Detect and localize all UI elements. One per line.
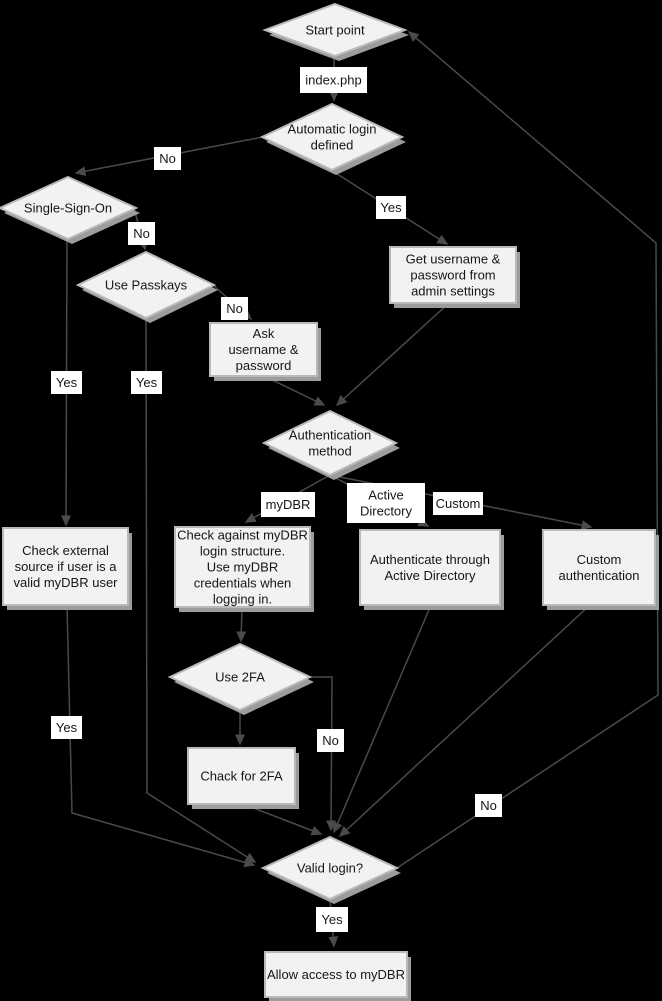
text-label: No [226,301,243,316]
edge-label-background [221,297,248,320]
edge-label-yes-passkeys: Yes [131,371,162,394]
text-label: Use Passkays [105,278,188,293]
node-check-for-2fa: Chack for 2FA [187,747,299,809]
diamond-shape [260,835,400,901]
box-shape [209,322,318,377]
edge-label-background [300,67,367,93]
diamond-shape [261,409,399,477]
edge-label-background [433,492,483,515]
edge-check-external-yes-to-valid-login [66,604,256,868]
node-use-passkeys: Use Passkays [75,250,218,323]
text-label: Single-Sign-On [24,201,112,216]
edge-label-background [128,222,155,245]
edge-authenticate-ad-to-valid-login [333,604,432,834]
edge-label-yes-external: Yes [51,716,82,739]
text-label: No [159,151,176,166]
node-single-sign-on: Single-Sign-On [0,175,140,244]
box-shape [542,529,656,606]
edge-get-username-to-auth-method [335,302,450,407]
text-label: Custom [436,496,481,511]
node-use-2fa: Use 2FA [167,642,314,715]
diamond-shape [262,2,408,58]
box-shape [187,747,296,805]
text-label: index.php [305,73,361,88]
node-valid-login: Valid login? [260,835,401,904]
edge-use-passkeys-yes-to-valid-login [145,317,257,863]
box-shape [359,529,501,606]
edge-label-no-valid-login: No [475,794,502,817]
text-label: No [322,733,339,748]
edge-label-yes-sso: Yes [51,371,82,394]
text-label: Use 2FA [215,670,265,685]
diamond-shape [0,175,139,241]
edge-use-2fa-no-to-valid-login [310,676,337,832]
edge-check-against-to-use-2fa [236,606,247,643]
edge-label-background [131,371,162,394]
box-shape [174,526,311,608]
edge-label-no-passkeys: No [221,297,248,320]
text-label: myDBR [266,497,311,512]
box-shape [264,951,408,998]
diamond-shape [167,642,313,712]
edge-label-background [154,147,181,170]
text-label: Valid login? [297,861,363,876]
text-label: Chack for 2FA [200,769,283,784]
edge-label-background [261,492,315,517]
edge-valid-login-no-to-start [396,31,659,869]
edge-custom-auth-to-valid-login [338,604,591,838]
edge-label-background [475,794,502,817]
text-label: Yes [56,720,78,735]
text-label: No [480,798,497,813]
text-label: Start point [305,23,365,38]
text-label: Yes [380,200,402,215]
edge-label-yes-automatic: Yes [376,196,406,219]
edge-label-no-automatic: No [154,147,181,170]
box-shape [2,527,129,606]
box-shape [389,246,517,304]
edge-label-background [51,716,82,739]
node-start-point: Start point [262,2,409,61]
text-label: No [133,226,150,241]
text-label: Yes [321,912,343,927]
edge-label-background [317,729,344,752]
edge-label-background [376,196,406,219]
edge-label-no-2fa: No [317,729,344,752]
diamond-shape [259,102,405,172]
text-label: Yes [136,375,158,390]
edge-label-no-sso: No [128,222,155,245]
edge-label-custom: Custom [433,492,483,515]
edge-label-background [51,371,82,394]
edge-label-background [347,483,425,523]
edge-label-yes-valid-login: Yes [316,907,348,932]
edge-label-background [316,907,348,932]
edge-label-mydbr: myDBR [261,492,315,517]
node-allow-access: Allow access to myDBR [264,951,411,1001]
text-label: Yes [56,375,78,390]
text-label: Allow access to myDBR [267,967,405,982]
diamond-shape [75,250,217,320]
edge-label-index-php: index.php [300,67,367,93]
